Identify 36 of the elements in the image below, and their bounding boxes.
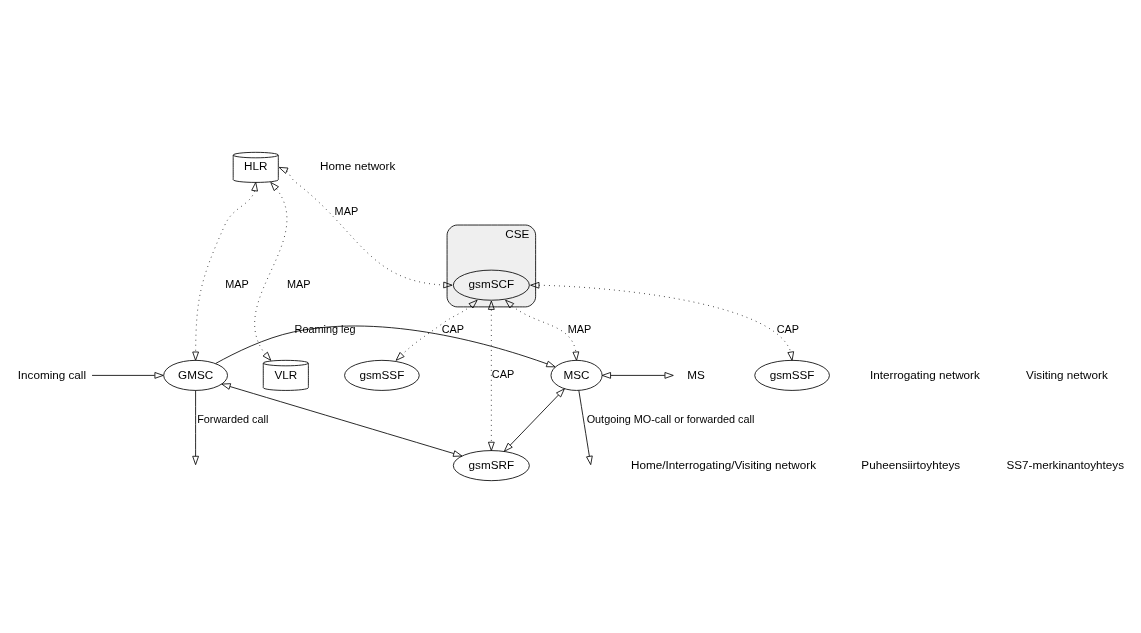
arrow — [530, 281, 795, 361]
edge-label: Outgoing MO-call or forwarded call — [586, 413, 755, 426]
arrow — [192, 182, 258, 361]
label: Interrogating network — [870, 367, 980, 381]
edge-label: MAP — [225, 278, 249, 291]
node-ellipse: GMSC — [163, 359, 228, 391]
legend-label: SS7-merkinantoyhteys — [1006, 457, 1125, 471]
arrow — [601, 372, 674, 379]
node-ellipse: gsmSCF — [452, 269, 530, 301]
arrow — [505, 299, 580, 361]
node-ellipse: gsmSSF — [754, 359, 830, 391]
edge-label: Forwarded call — [197, 413, 269, 426]
node-ellipse: MSC — [550, 359, 603, 391]
edge-label: MAP — [334, 205, 359, 218]
arrow — [578, 390, 593, 466]
label: Home/Interrogating/Visiting network — [631, 457, 817, 471]
node-text: MS — [687, 367, 705, 381]
arrow — [221, 383, 463, 457]
node-text: Incoming call — [17, 367, 87, 381]
label: Home network — [320, 159, 396, 173]
arrow — [91, 372, 164, 379]
arrow — [278, 166, 453, 289]
edge-label: MAP — [567, 323, 592, 336]
arrow — [254, 182, 288, 361]
edge-label: CAP — [491, 368, 515, 381]
arrow — [488, 300, 495, 451]
node-ellipse: gsmSSF — [344, 359, 420, 391]
arrow — [395, 299, 478, 361]
arrow — [503, 388, 565, 452]
edge-label: CAP — [776, 323, 800, 336]
legend-label: Puheensiirtoyhteys — [861, 457, 961, 471]
label: Visiting network — [1026, 367, 1108, 381]
edge-label: CAP — [441, 323, 465, 336]
edge-label: MAP — [287, 278, 311, 291]
arrow — [215, 325, 556, 368]
arrow — [192, 390, 199, 466]
